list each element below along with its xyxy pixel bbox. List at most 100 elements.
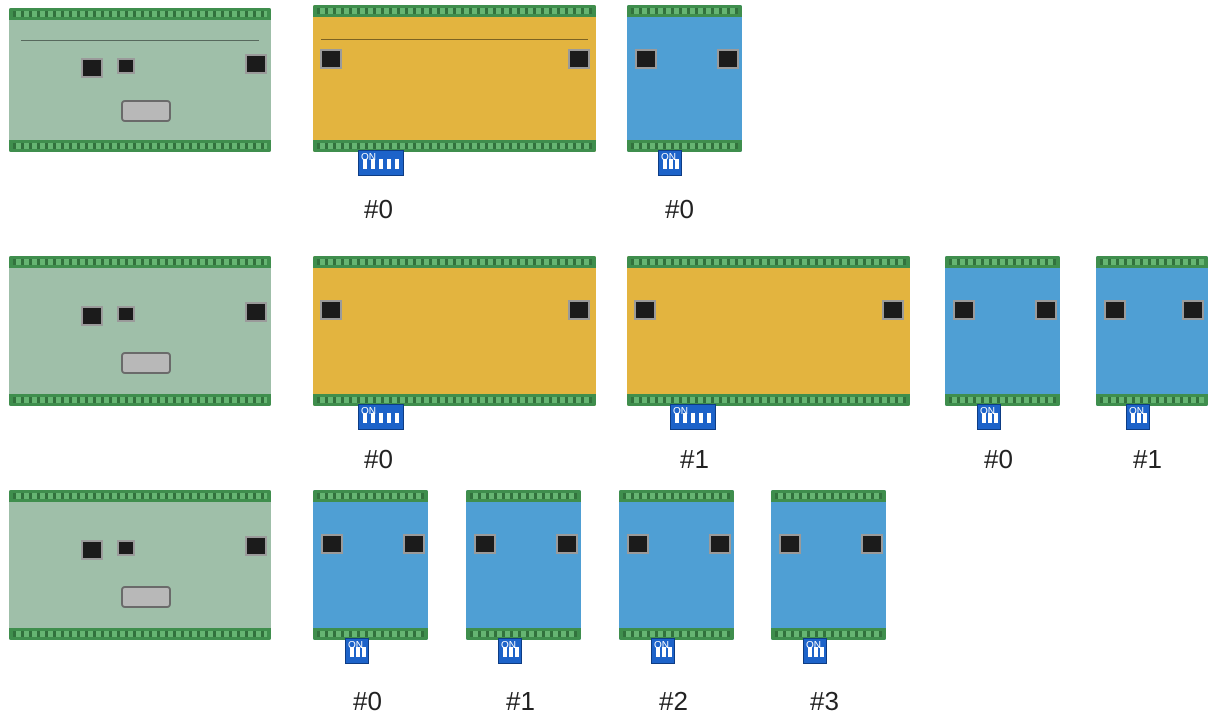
- ethernet-port-icon: [81, 306, 103, 326]
- dip-switch-2: [371, 413, 375, 423]
- dip-switch-4: [699, 413, 703, 423]
- dip-switch-3: [515, 647, 519, 657]
- dip-switch-5: [707, 413, 711, 423]
- dip-switch-1: [363, 159, 367, 169]
- can-port-icon: [245, 536, 267, 556]
- dip-switch-3: [379, 159, 383, 169]
- terminal-strip-top: [945, 256, 1060, 268]
- can-port-left-icon: [627, 534, 649, 554]
- dip-switch-4: [387, 159, 391, 169]
- dip-switch-3: ON: [345, 638, 369, 664]
- terminal-strip-top: [1096, 256, 1208, 268]
- dip-switch-3: [675, 159, 679, 169]
- io-module-row2-1: [313, 256, 596, 406]
- dip-switch-5: [395, 413, 399, 423]
- dip-on-label: ON: [501, 640, 516, 651]
- dip-switch-3: [994, 413, 998, 423]
- dip-switch-1: [663, 159, 667, 169]
- dac-module-row3-3: [619, 490, 734, 640]
- dac-module-row2-1: [945, 256, 1060, 406]
- can-port-right-icon: [861, 534, 883, 554]
- dac-module-row3-1: [313, 490, 428, 640]
- terminal-strip-bottom: [771, 628, 886, 640]
- dip-switch-3: [668, 647, 672, 657]
- dip-switch-5: ON: [358, 150, 404, 176]
- terminal-strip-top: [9, 8, 271, 20]
- usb-port-icon: [117, 58, 135, 74]
- can-port-right-icon: [717, 49, 739, 69]
- terminal-strip-bottom: [9, 394, 271, 406]
- dip-switch-2: [683, 413, 687, 423]
- terminal-strip-bottom: [619, 628, 734, 640]
- dip-on-label: ON: [361, 152, 376, 163]
- address-label-dac-row2-2: #1: [1133, 444, 1162, 474]
- can-port-right-icon: [1182, 300, 1204, 320]
- terminal-strip-bottom: [9, 628, 271, 640]
- address-label-dac-row3-1: #0: [353, 686, 382, 716]
- io-module-row2-2: [627, 256, 910, 406]
- dip-switch-2: [356, 647, 360, 657]
- terminal-strip-top: [9, 256, 271, 268]
- label-divider: [321, 39, 588, 40]
- dip-switch-2: [988, 413, 992, 423]
- terminal-strip-bottom: [313, 628, 428, 640]
- dip-on-label: ON: [1129, 406, 1144, 417]
- usb-port-icon: [117, 306, 135, 322]
- terminal-strip-bottom: [466, 628, 581, 640]
- terminal-strip-bottom: [945, 394, 1060, 406]
- dip-switch-4: [387, 413, 391, 423]
- can-port-left-icon: [953, 300, 975, 320]
- dip-on-label: ON: [980, 406, 995, 417]
- dip-on-label: ON: [348, 640, 363, 651]
- dac-module-row3-2: [466, 490, 581, 640]
- dip-on-label: ON: [806, 640, 821, 651]
- terminal-strip-bottom: [627, 140, 742, 152]
- dip-switch-5: ON: [358, 404, 404, 430]
- can-port-left-icon: [635, 49, 657, 69]
- dip-on-label: ON: [654, 640, 669, 651]
- dip-switch-3: [379, 413, 383, 423]
- handwheel-connector-icon: [121, 586, 171, 608]
- terminal-strip-bottom: [627, 394, 910, 406]
- terminal-strip-bottom: [313, 140, 596, 152]
- dip-switch-3: ON: [658, 150, 682, 176]
- can-port-left-icon: [634, 300, 656, 320]
- dip-switch-2: [509, 647, 513, 657]
- dip-switch-5: [395, 159, 399, 169]
- address-label-dac-row2-1: #0: [984, 444, 1013, 474]
- dip-switch-3: ON: [803, 638, 827, 664]
- can-port-right-icon: [556, 534, 578, 554]
- address-label-dac-row3-4: #3: [810, 686, 839, 716]
- dac-module-row1: [627, 5, 742, 152]
- terminal-strip-top: [9, 490, 271, 502]
- dip-switch-3: [1143, 413, 1147, 423]
- can-port-left-icon: [320, 49, 342, 69]
- can-port-icon: [245, 54, 267, 74]
- can-port-left-icon: [320, 300, 342, 320]
- dip-switch-1: [350, 647, 354, 657]
- dip-switch-3: ON: [498, 638, 522, 664]
- can-port-left-icon: [1104, 300, 1126, 320]
- dip-switch-1: [982, 413, 986, 423]
- dip-switch-2: [662, 647, 666, 657]
- dip-switch-1: [363, 413, 367, 423]
- terminal-strip-bottom: [313, 394, 596, 406]
- dip-switch-3: ON: [651, 638, 675, 664]
- handwheel-connector-icon: [121, 100, 171, 122]
- can-port-left-icon: [779, 534, 801, 554]
- dip-switch-2: [669, 159, 673, 169]
- address-label-io-row2-1: #0: [364, 444, 393, 474]
- terminal-strip-top: [313, 490, 428, 502]
- dip-switch-1: [503, 647, 507, 657]
- dip-switch-3: [362, 647, 366, 657]
- address-label-io-row2-2: #1: [680, 444, 709, 474]
- address-label-dac-row3-2: #1: [506, 686, 535, 716]
- terminal-strip-top: [627, 256, 910, 268]
- control-unit-row1: [9, 8, 271, 152]
- terminal-strip-bottom: [1096, 394, 1208, 406]
- dip-switch-2: [1137, 413, 1141, 423]
- usb-port-icon: [117, 540, 135, 556]
- dac-module-row2-2: [1096, 256, 1208, 406]
- dip-on-label: ON: [361, 406, 376, 417]
- terminal-strip-top: [771, 490, 886, 502]
